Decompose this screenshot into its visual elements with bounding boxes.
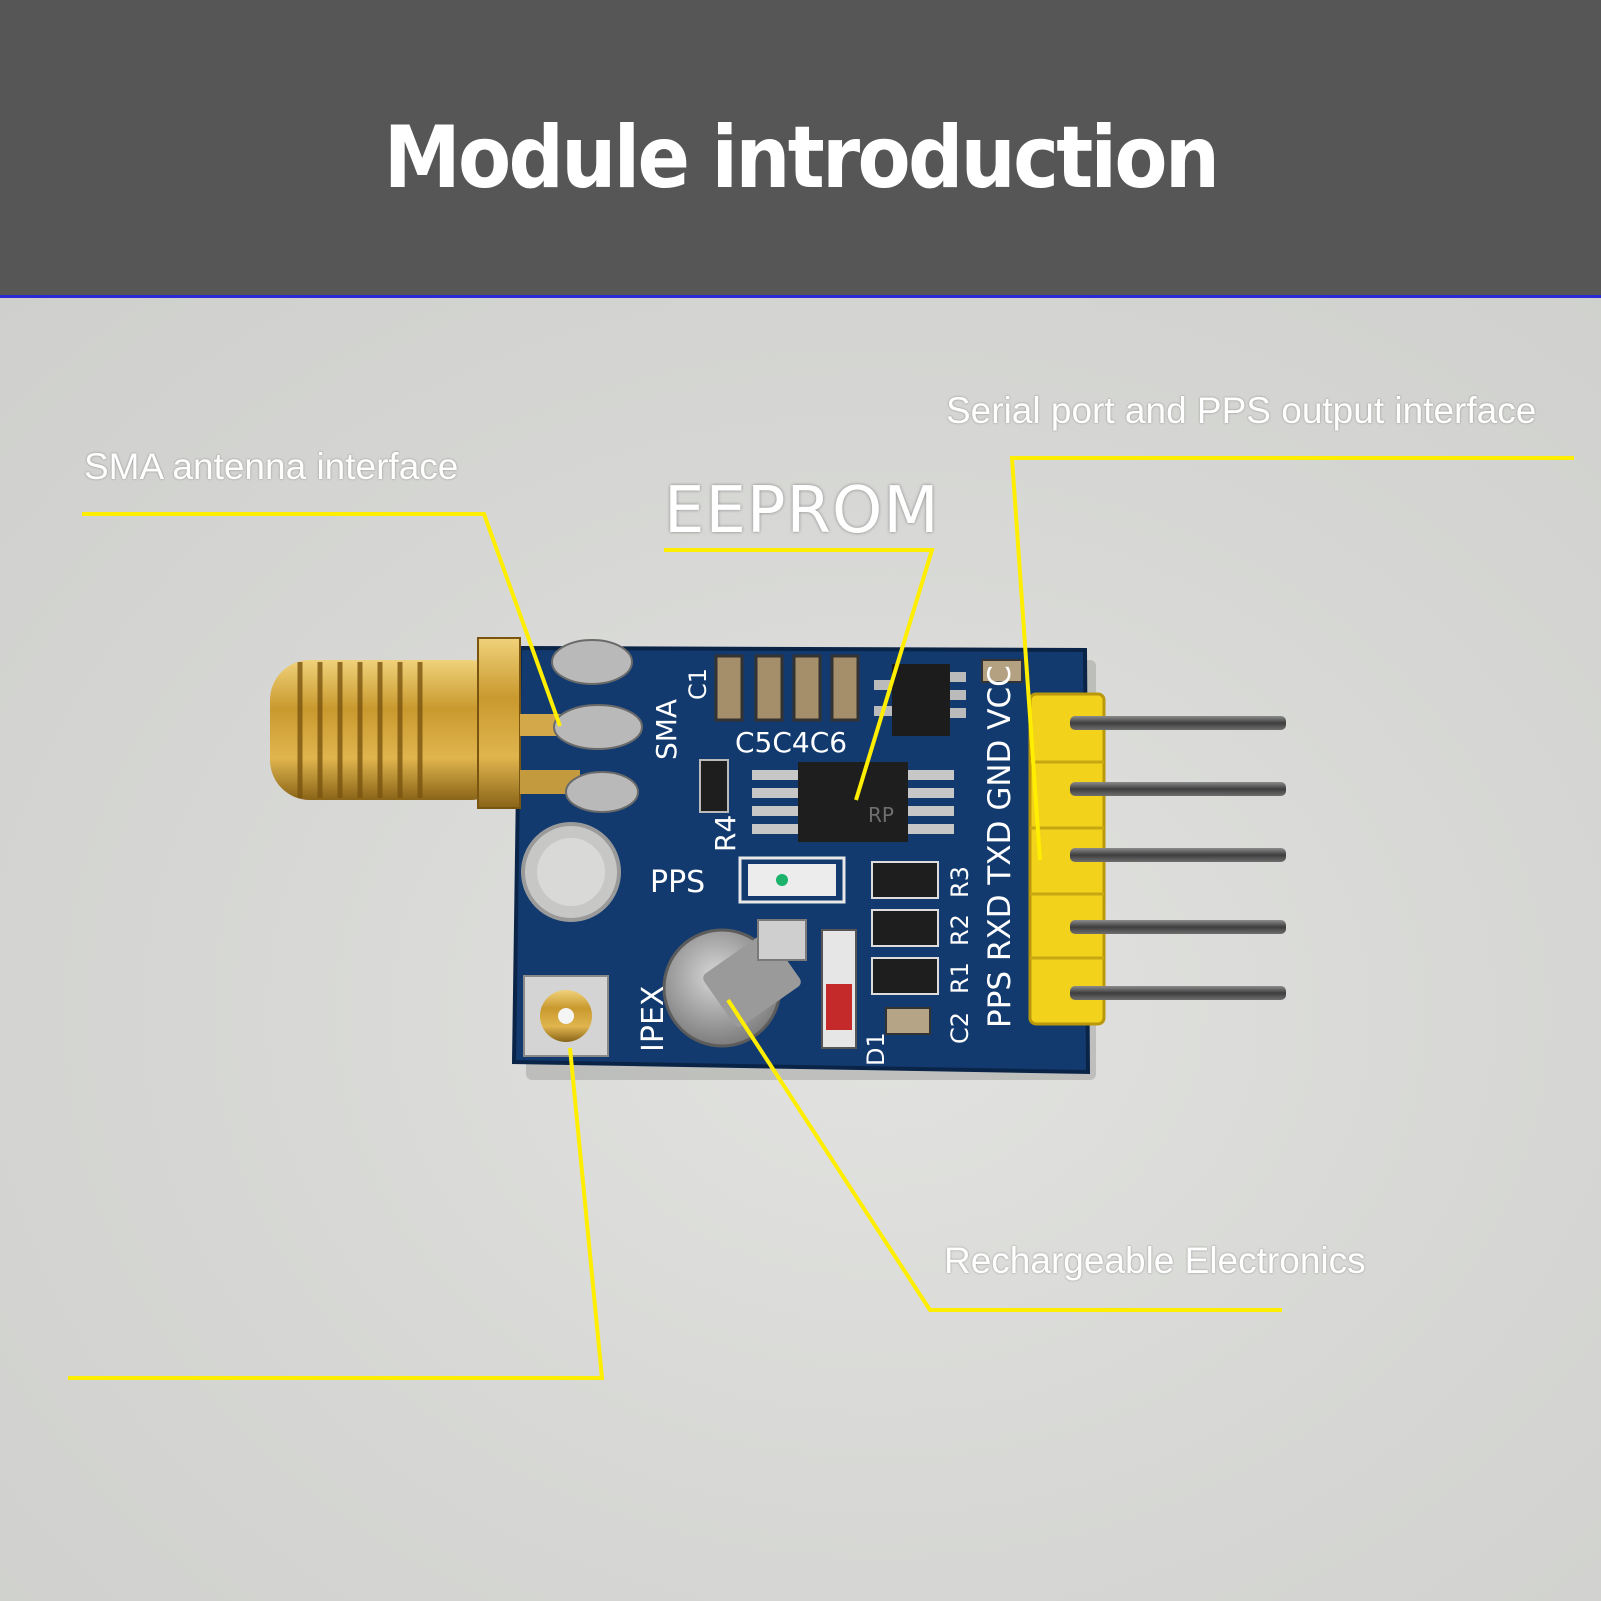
silk-pps: PPS [650, 865, 705, 900]
ipex-connector [523, 975, 609, 1057]
sma-connector [270, 637, 580, 809]
silk-d1: D1 [862, 1032, 890, 1066]
title-banner: Module introduction [0, 0, 1601, 298]
pcb-board [511, 645, 1091, 1075]
diode-d1 [821, 929, 857, 1049]
callout-line-serial [1009, 456, 1574, 861]
eeprom-chip: RP [752, 762, 954, 842]
pin-pps [1070, 986, 1286, 1000]
callout-line-ipex [68, 1047, 605, 1380]
resistor-r4 [699, 759, 729, 813]
pin-vcc [1070, 716, 1286, 730]
callout-lines [68, 456, 1574, 1380]
silk-r4: R4 [709, 815, 742, 852]
callout-line-sma [82, 512, 562, 727]
pin-header [1028, 692, 1286, 1026]
callout-serial-port: Serial port and PPS output interface [946, 390, 1537, 431]
silk-r2: R2 [946, 914, 974, 946]
callout-rechargeable: Rechargeable Electronics [944, 1240, 1366, 1281]
callout-line-eeprom [664, 548, 935, 801]
banner-title: Module introduction [383, 108, 1220, 208]
mounting-hole [521, 822, 621, 922]
sma-solder-pads [551, 639, 643, 813]
rechargeable-battery [662, 919, 807, 1048]
silk-ipex: IPEX [636, 986, 671, 1052]
capacitors-top [714, 654, 1023, 722]
pps-led [738, 856, 846, 904]
silk-c1: C1 [684, 668, 712, 700]
silk-sma: SMA [650, 699, 683, 760]
voltage-regulator-chip [874, 664, 966, 736]
silk-pin-labels: PPS RXD TXD GND VCC [982, 665, 1018, 1028]
callout-line-battery [726, 998, 1282, 1312]
silk-r3: R3 [946, 866, 974, 898]
silk-c2: C2 [946, 1012, 974, 1044]
pin-txd [1070, 848, 1286, 862]
silk-r1: R1 [946, 962, 974, 994]
pin-gnd [1070, 782, 1286, 796]
callout-eeprom: EEPROM [664, 474, 940, 548]
silk-c5c4c6: C5C4C6 [735, 726, 847, 759]
chip-marking: RP [868, 803, 894, 827]
resistors-r1-r3 [871, 861, 939, 1035]
callout-sma-antenna: SMA antenna interface [84, 446, 459, 487]
pin-rxd [1070, 920, 1286, 934]
